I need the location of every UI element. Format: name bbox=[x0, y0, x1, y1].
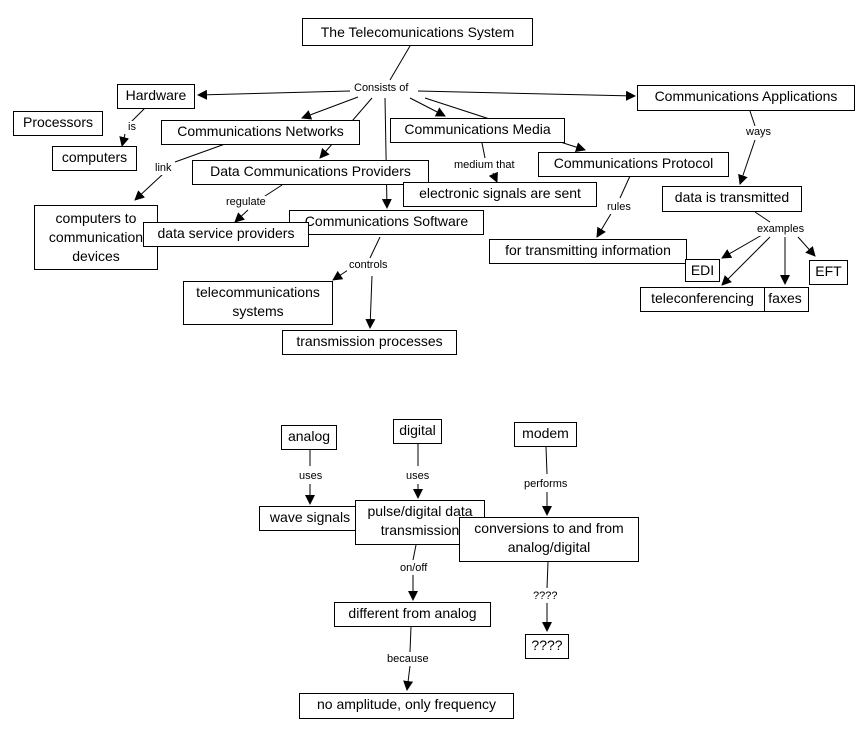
connector bbox=[119, 133, 130, 147]
connector bbox=[409, 626, 412, 653]
connector bbox=[234, 209, 249, 223]
concept-communications-software[interactable]: Communications Software bbox=[289, 210, 484, 235]
connector bbox=[381, 97, 392, 209]
connector bbox=[417, 90, 636, 101]
connector bbox=[261, 184, 283, 199]
connector bbox=[596, 211, 613, 238]
link-label-question-marks: ???? bbox=[531, 590, 560, 603]
link-label-on-off: on/off bbox=[398, 562, 430, 575]
link-label-medium-that: medium that bbox=[452, 159, 517, 172]
link-label-examples: examples bbox=[755, 223, 807, 236]
link-label-is: is bbox=[126, 121, 138, 134]
concept-data-is-transmitted[interactable]: data is transmitted bbox=[662, 186, 802, 212]
connector bbox=[738, 139, 756, 185]
link-label-ways: ways bbox=[744, 126, 774, 139]
concept-edi[interactable]: EDI bbox=[685, 259, 720, 282]
connector bbox=[403, 665, 414, 691]
concept-wave-signals[interactable]: wave signals bbox=[259, 506, 361, 531]
link-label-link: link bbox=[153, 162, 174, 175]
concept-communications-applications[interactable]: Communications Applications bbox=[637, 85, 855, 111]
connector bbox=[409, 97, 446, 117]
link-label-because: because bbox=[385, 653, 431, 666]
link-label-uses-digital: uses bbox=[404, 470, 432, 483]
connector bbox=[412, 544, 417, 561]
concept-conversions-analog-digital[interactable]: conversions to and from analog/digital bbox=[459, 517, 639, 562]
concept-hardware[interactable]: Hardware bbox=[117, 84, 195, 109]
concept-computers-to-devices[interactable]: computers to communication devices bbox=[34, 205, 158, 270]
concept-communications-media[interactable]: Communications Media bbox=[390, 118, 565, 143]
concept-modem[interactable]: modem bbox=[514, 422, 577, 447]
link-label-consists-of: Consists of bbox=[352, 82, 411, 95]
connector bbox=[749, 110, 756, 127]
concept-faxes[interactable]: faxes bbox=[761, 287, 809, 312]
concept-no-amplitude[interactable]: no amplitude, only frequency bbox=[299, 693, 514, 719]
connector bbox=[365, 275, 376, 329]
connector bbox=[389, 45, 411, 81]
concept-transmission-processes[interactable]: transmission processes bbox=[282, 330, 457, 355]
concept-telecommunications-systems[interactable]: telecommunications systems bbox=[183, 281, 333, 325]
connector bbox=[129, 107, 146, 124]
connector bbox=[332, 269, 349, 281]
concept-analog[interactable]: analog bbox=[281, 425, 337, 450]
connector bbox=[545, 446, 548, 475]
connector bbox=[174, 143, 226, 163]
connector bbox=[301, 96, 359, 120]
concept-data-communications-providers[interactable]: Data Communications Providers bbox=[192, 160, 429, 185]
concept-data-service-providers[interactable]: data service providers bbox=[143, 222, 309, 247]
connector bbox=[481, 142, 486, 159]
concept-communications-networks[interactable]: Communications Networks bbox=[161, 120, 360, 145]
link-label-controls: controls bbox=[347, 259, 390, 272]
connector bbox=[619, 175, 631, 199]
connector bbox=[797, 236, 816, 257]
link-label-rules: rules bbox=[605, 201, 633, 214]
concept-processors[interactable]: Processors bbox=[13, 111, 103, 136]
connector bbox=[134, 173, 164, 201]
connector bbox=[197, 89, 351, 100]
connector bbox=[488, 171, 498, 183]
connector bbox=[721, 234, 763, 259]
connector bbox=[721, 236, 771, 286]
concept-teleconferencing[interactable]: teleconferencing bbox=[640, 287, 765, 312]
concept-telecommunications-system[interactable]: The Telecomunications System bbox=[302, 18, 533, 46]
connector bbox=[754, 211, 771, 223]
concept-for-transmitting-information[interactable]: for transmitting information bbox=[489, 239, 687, 264]
link-label-performs: performs bbox=[522, 478, 570, 491]
concept-question-marks[interactable]: ???? bbox=[525, 634, 569, 659]
link-label-uses-analog: uses bbox=[297, 470, 325, 483]
connector bbox=[546, 561, 549, 589]
concept-different-from-analog[interactable]: different from analog bbox=[334, 602, 491, 627]
concept-digital[interactable]: digital bbox=[393, 419, 442, 444]
link-label-regulate: regulate bbox=[224, 196, 268, 209]
concept-communications-protocol[interactable]: Communications Protocol bbox=[538, 152, 729, 177]
concept-computers[interactable]: computers bbox=[52, 146, 137, 171]
connector bbox=[369, 236, 381, 259]
concept-eft[interactable]: EFT bbox=[809, 260, 848, 285]
concept-electronic-signals[interactable]: electronic signals are sent bbox=[403, 182, 597, 207]
